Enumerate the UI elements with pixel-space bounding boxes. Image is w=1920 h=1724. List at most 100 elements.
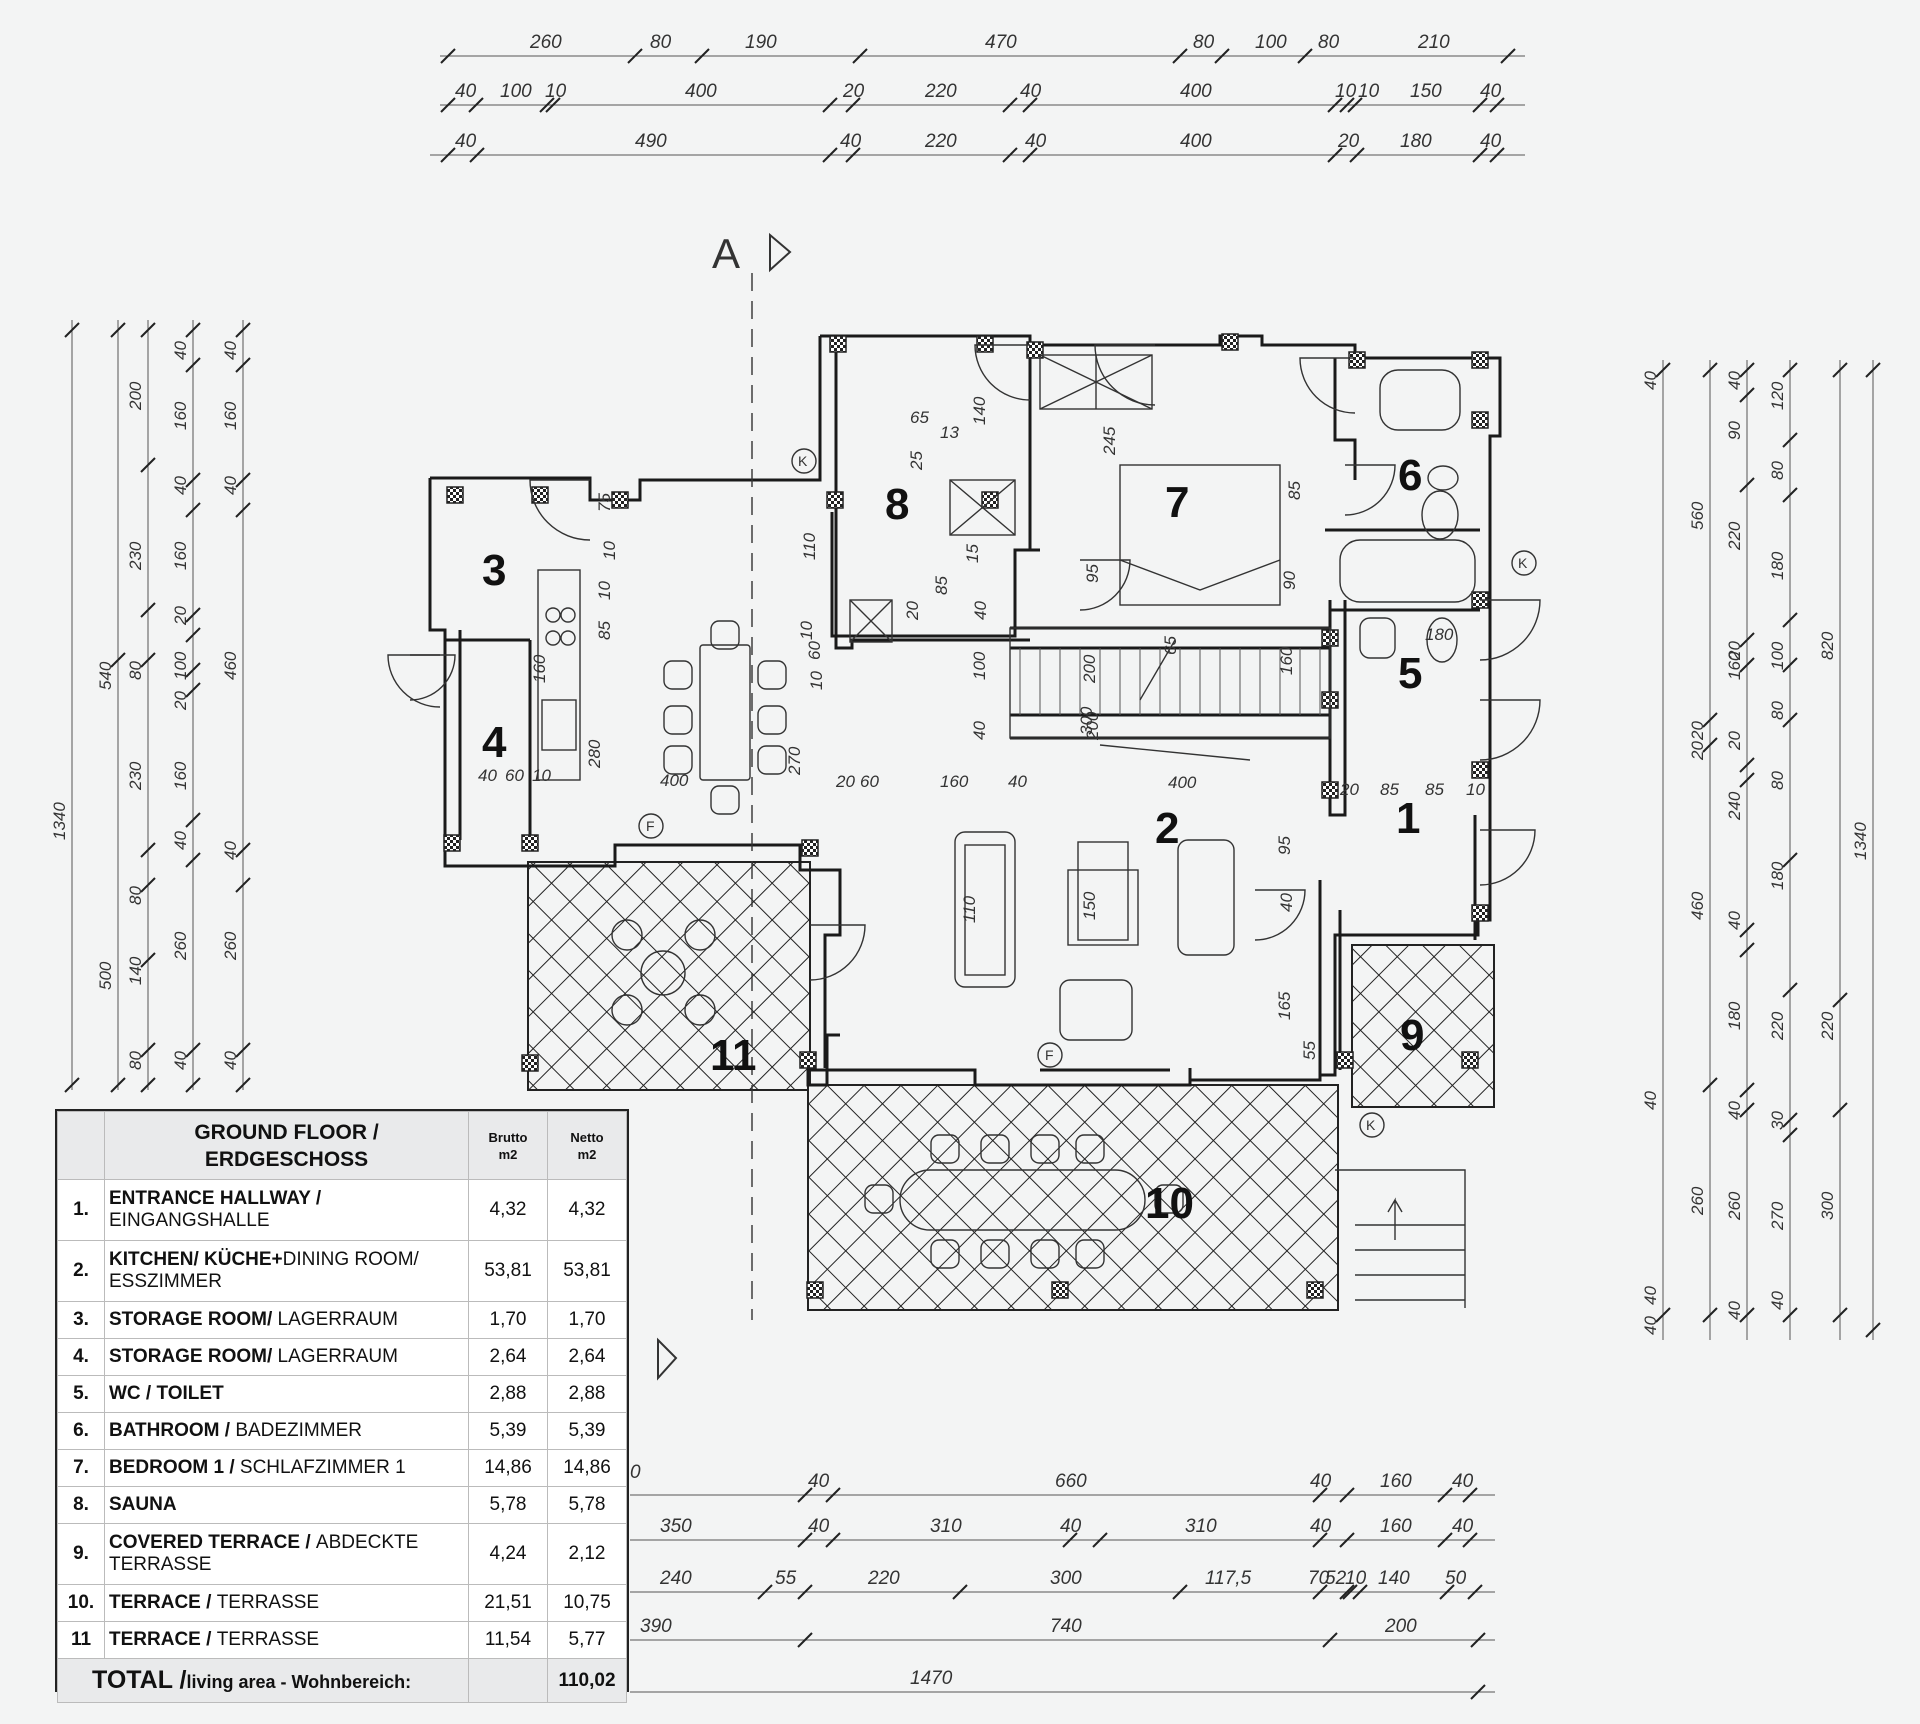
legend-row-name-bold: SAUNA <box>109 1494 177 1515</box>
terraces <box>527 861 1495 1311</box>
legend-row-brutto: 2,64 <box>468 1338 548 1376</box>
dimension-label: 220 <box>924 81 957 102</box>
legend-row-name-bold: BEDROOM 1 / <box>109 1457 240 1478</box>
dimension-label: 40 <box>1452 1471 1474 1492</box>
dimension-label: 40 <box>808 1516 830 1537</box>
interior-dimension: 40 <box>971 601 990 620</box>
interior-dimension: 280 <box>585 739 604 769</box>
dimension-label: 10 <box>545 81 567 102</box>
dimension-label: 40 <box>171 1051 190 1070</box>
interior-dimension: 200 <box>1083 711 1102 741</box>
legend-row-number: 6. <box>57 1412 105 1450</box>
legend-row-name-bold: STORAGE ROOM/ <box>109 1309 273 1330</box>
interior-dimension: 90 <box>1280 571 1299 590</box>
dimension-label: 40 <box>808 1471 830 1492</box>
dimension-label: 310 <box>930 1516 962 1537</box>
legend-total-value: 110,02 <box>547 1658 627 1703</box>
dimension-label: 20 <box>1725 731 1744 751</box>
dimension-label: 10 <box>1358 81 1380 102</box>
dimension-label: 1340 <box>1851 822 1870 860</box>
legend-row-name-rest: DINING ROOM/ ESSZIMMER <box>109 1249 419 1292</box>
dimension-label: 40 <box>1452 1516 1474 1537</box>
legend-row-netto: 5,39 <box>547 1412 627 1450</box>
dimension-label: 40 <box>1310 1516 1332 1537</box>
legend-row-netto: 1,70 <box>547 1301 627 1339</box>
interior-dimension: 160 <box>530 654 549 683</box>
dimension-label: 40 <box>1020 81 1042 102</box>
legend-col-brutto-line1: Brutto <box>488 1129 528 1145</box>
legend-row-brutto: 11,54 <box>468 1621 548 1659</box>
interior-dimension: 95 <box>1275 836 1294 855</box>
dimension-label: 40 <box>1768 1291 1787 1310</box>
dimension-label: 100 <box>1255 32 1287 53</box>
interior-dimension: 25 <box>907 451 926 471</box>
legend-col-netto: Netto m2 <box>547 1111 627 1180</box>
legend-row-netto: 2,12 <box>547 1523 627 1585</box>
dimension-label: 540 <box>96 661 115 690</box>
dimension-label: 150 <box>1410 81 1442 102</box>
interior-dimension: 180 <box>1425 625 1454 644</box>
total-label: TOTAL / <box>92 1666 187 1694</box>
dimension-label: 40 <box>1060 1516 1082 1537</box>
interior-dimension: 60 <box>860 772 879 791</box>
legend-row-name-bold: STORAGE ROOM/ <box>109 1346 273 1367</box>
dimension-label: 40 <box>1725 371 1744 390</box>
legend-row-name-bold: KITCHEN/ KÜCHE+ <box>109 1249 283 1270</box>
legend-row-brutto: 5,39 <box>468 1412 548 1450</box>
dimension-label: 270 <box>1768 1201 1787 1231</box>
dimension-label: 20 <box>1337 131 1360 152</box>
furniture <box>537 273 1537 1320</box>
dimension-label: 40 <box>221 476 240 495</box>
legend-row-name: ENTRANCE HALLWAY /EINGANGSHALLE <box>104 1179 469 1241</box>
interior-dimension: 10 <box>797 621 816 640</box>
marker-f-2: F <box>1045 1047 1054 1063</box>
dimension-label: 470 <box>985 32 1017 53</box>
interior-dimension: 110 <box>800 532 819 560</box>
legend-row-name: COVERED TERRACE / ABDECKTE TERRASSE <box>104 1523 469 1585</box>
dimension-label: 40 <box>221 341 240 360</box>
dimension-label: 300 <box>1818 1191 1837 1220</box>
room-number-10: 10 <box>1145 1179 1194 1228</box>
room-number-3: 3 <box>482 546 506 595</box>
dimension-label: 20 <box>842 81 865 102</box>
legend-row-number: 4. <box>57 1338 105 1376</box>
dimension-label: 80 <box>1193 32 1215 53</box>
legend-row-number: 1. <box>57 1179 105 1241</box>
interior-dimension: 160 <box>1277 646 1296 675</box>
interior-dimension: 85 <box>1285 481 1304 500</box>
legend-row-name-bold: WC / TOILET <box>109 1383 224 1404</box>
dimension-label: 0 <box>630 1462 641 1483</box>
interior-dimension: 10 <box>1466 780 1485 799</box>
dimension-label: 400 <box>685 81 717 102</box>
dimension-label: 40 <box>1025 131 1047 152</box>
legend-col-brutto: Brutto m2 <box>468 1111 548 1180</box>
dimension-label: 80 <box>1768 701 1787 720</box>
dimension-label: 310 <box>1185 1516 1217 1537</box>
dimension-label: 80 <box>1318 32 1340 53</box>
legend-row-name-rest: BADEZIMMER <box>235 1420 362 1441</box>
room-number-9: 9 <box>1400 1011 1424 1060</box>
dimension-label: 160 <box>1725 651 1744 680</box>
dimension-label: 180 <box>1768 861 1787 890</box>
dimension-label: 300 <box>1050 1568 1082 1589</box>
dimension-label: 20 <box>1725 641 1744 661</box>
dimension-label: 50 <box>1445 1568 1467 1589</box>
legend-row-netto: 4,32 <box>547 1179 627 1241</box>
interior-dimension: 20 <box>835 772 855 791</box>
dimension-label: 180 <box>1725 1001 1744 1030</box>
dimension-label: 220 <box>1818 1011 1837 1041</box>
interior-dimension: 300 <box>1077 706 1096 735</box>
dimension-label: 80 <box>1768 771 1787 790</box>
dimension-label: 260 <box>171 931 190 961</box>
dimension-label: 80 <box>650 32 672 53</box>
interior-dimension: 40 <box>478 766 497 785</box>
room-number-8: 8 <box>885 480 909 529</box>
room-numbers: 1 2 3 4 5 6 7 8 9 10 11 <box>482 451 1424 1228</box>
interior-dimension: 40 <box>970 721 989 740</box>
dimension-label: 80 <box>1768 461 1787 480</box>
interior-dimension: 85 <box>595 621 614 640</box>
marker-k-1: K <box>798 453 808 469</box>
dimension-label: 40 <box>171 341 190 360</box>
dimension-label: 220 <box>867 1568 900 1589</box>
